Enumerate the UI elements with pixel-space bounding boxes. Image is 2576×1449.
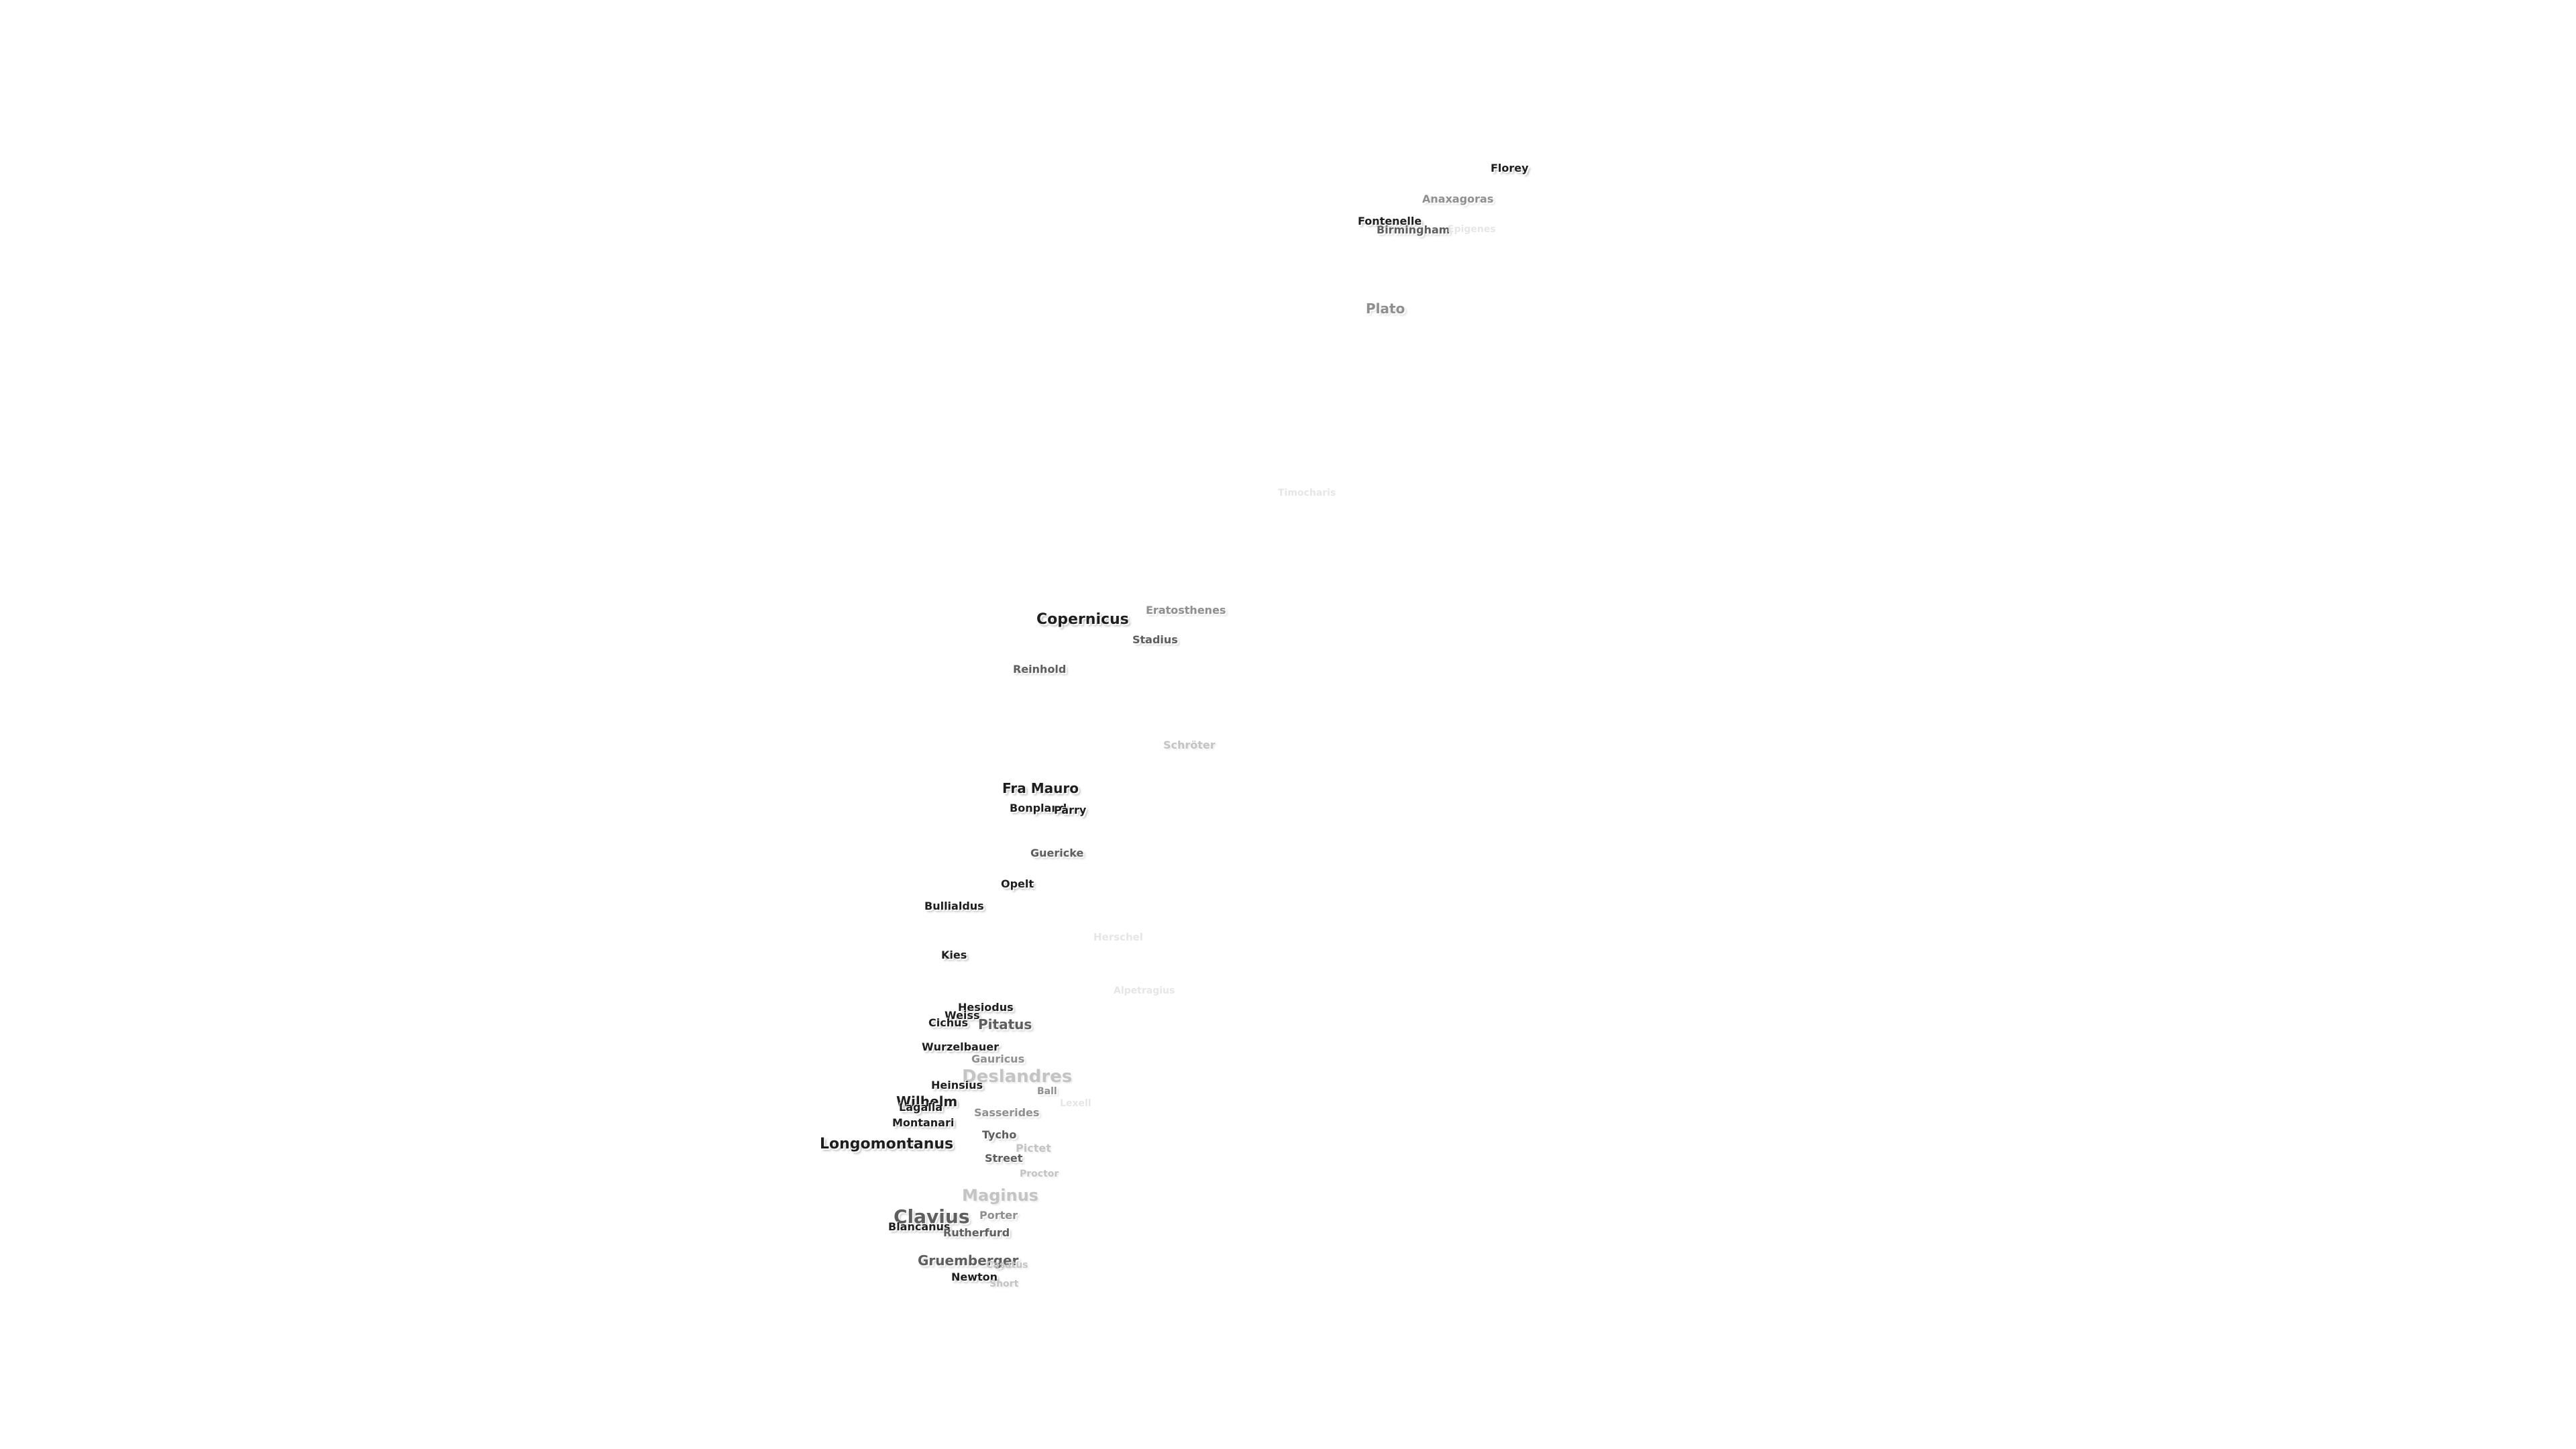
crater-label-guericke[interactable]: Guericke (1030, 847, 1084, 859)
crater-label-alpetragius[interactable]: Alpetragius (1114, 985, 1175, 996)
crater-label-cichus[interactable]: Cichus (928, 1016, 969, 1029)
crater-label-bonpland[interactable]: Bonpland (1010, 802, 1067, 814)
crater-label-porter[interactable]: Porter (979, 1209, 1018, 1222)
crater-label-plato[interactable]: Plato (1366, 301, 1405, 317)
crater-label-lagalla[interactable]: Lagalla (899, 1101, 943, 1114)
crater-label-clavius[interactable]: Clavius (894, 1205, 970, 1228)
crater-label-wurzelbauer[interactable]: Wurzelbauer (922, 1040, 999, 1053)
crater-label-maginus[interactable]: Maginus (962, 1186, 1038, 1205)
crater-label-epigenes[interactable]: Epigenes (1448, 224, 1496, 235)
crater-label-florey[interactable]: Florey (1491, 162, 1529, 174)
crater-label-longomontanus[interactable]: Longomontanus (820, 1136, 954, 1152)
crater-label-reinhold[interactable]: Reinhold (1013, 663, 1067, 676)
crater-label-wilhelm[interactable]: Wilhelm (896, 1093, 958, 1110)
crater-label-deslandres[interactable]: Deslandres (962, 1067, 1073, 1087)
crater-label-pictet[interactable]: Pictet (1016, 1142, 1051, 1155)
crater-label-gruemberger[interactable]: Gruemberger (918, 1252, 1019, 1269)
crater-label-hesiodus[interactable]: Hesiodus (958, 1001, 1014, 1014)
crater-label-copernicus[interactable]: Copernicus (1036, 611, 1129, 628)
crater-label-timocharis[interactable]: Timocharis (1278, 488, 1336, 498)
crater-label-tycho[interactable]: Tycho (982, 1128, 1017, 1141)
crater-label-rutherfurd[interactable]: Rutherfurd (943, 1226, 1010, 1239)
crater-label-pitatus[interactable]: Pitatus (978, 1016, 1032, 1032)
crater-label-fontenelle[interactable]: Fontenelle (1358, 215, 1422, 227)
crater-label-lexell[interactable]: Lexell (1060, 1098, 1091, 1109)
crater-label-eratosthenes[interactable]: Eratosthenes (1146, 604, 1226, 616)
crater-label-birmingham[interactable]: Birmingham (1377, 223, 1450, 236)
crater-label-opelt[interactable]: Opelt (1001, 877, 1034, 890)
crater-label-kies[interactable]: Kies (941, 949, 967, 961)
crater-label-bullialdus[interactable]: Bullialdus (924, 900, 984, 912)
crater-label-montanari[interactable]: Montanari (892, 1116, 955, 1129)
crater-label-gauricus[interactable]: Gauricus (971, 1053, 1025, 1065)
crater-label-weiss[interactable]: Weiss (945, 1009, 980, 1022)
crater-label-ball[interactable]: Ball (1037, 1086, 1057, 1097)
crater-label-schr-ter[interactable]: Schröter (1163, 739, 1216, 751)
crater-label-parry[interactable]: Parry (1054, 804, 1087, 816)
crater-label-anaxagoras[interactable]: Anaxagoras (1422, 193, 1494, 205)
crater-label-blancanus[interactable]: Blancanus (888, 1220, 951, 1233)
crater-label-casatus[interactable]: Casatus (986, 1260, 1028, 1271)
crater-label-newton[interactable]: Newton (951, 1271, 998, 1283)
crater-label-herschel[interactable]: Herschel (1093, 931, 1143, 943)
crater-label-street[interactable]: Street (985, 1152, 1023, 1165)
crater-label-fra-mauro[interactable]: Fra Mauro (1002, 780, 1079, 796)
crater-label-stadius[interactable]: Stadius (1132, 633, 1178, 646)
crater-label-short[interactable]: Short (989, 1279, 1019, 1289)
crater-label-proctor[interactable]: Proctor (1020, 1169, 1059, 1179)
crater-label-heinsius[interactable]: Heinsius (931, 1079, 983, 1091)
crater-label-sasserides[interactable]: Sasserides (974, 1106, 1040, 1119)
